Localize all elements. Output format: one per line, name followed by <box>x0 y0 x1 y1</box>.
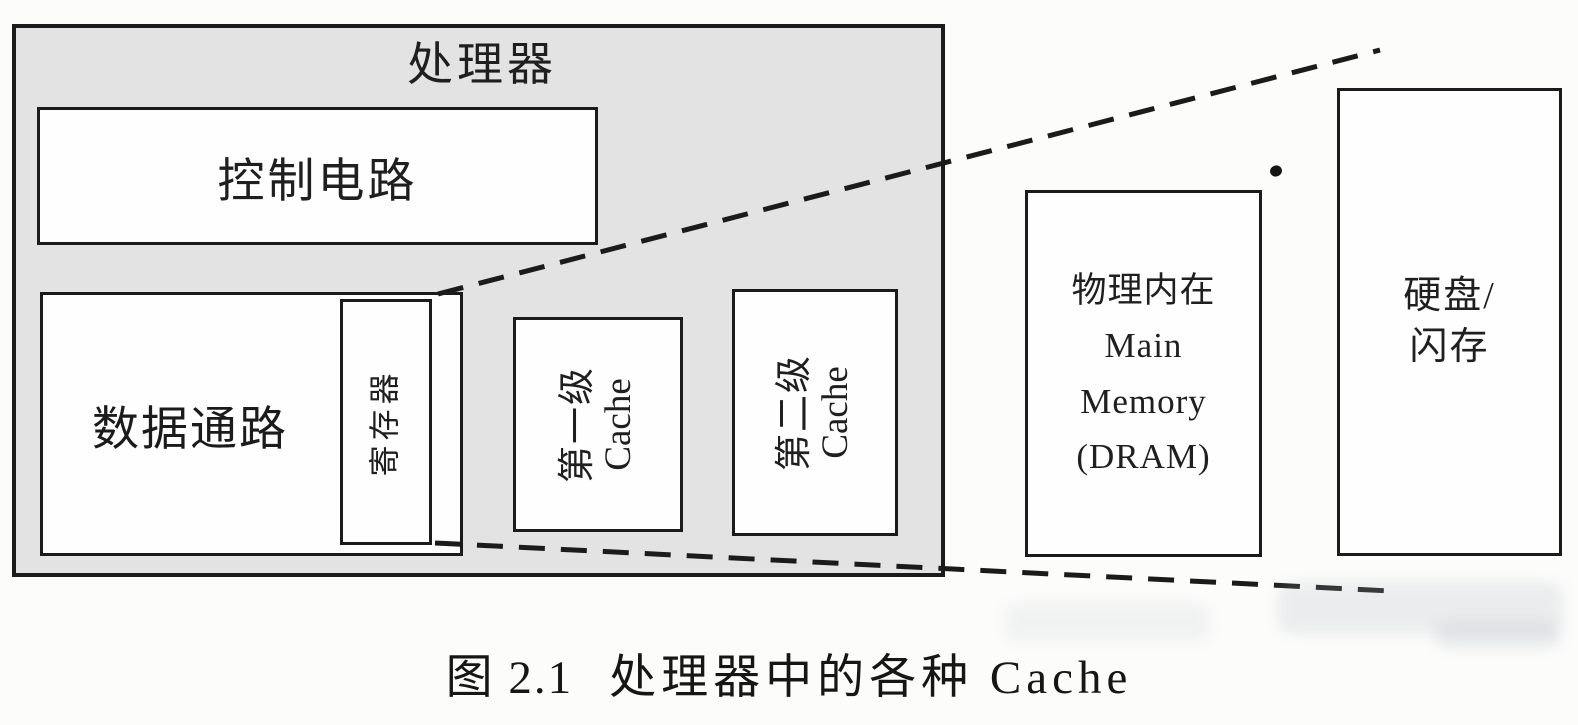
disk-flash-label: 硬盘/ 闪存 <box>1403 271 1496 374</box>
l2-cache-box: 第二级 Cache <box>732 289 898 536</box>
l1-cache-label: 第一级 Cache <box>557 366 640 483</box>
disk-flash-box: 硬盘/ 闪存 <box>1337 88 1562 556</box>
control-circuit-label: 控制电路 <box>217 155 418 208</box>
bleed-through-artifact <box>1278 582 1563 634</box>
disk-flash-label-line1: 硬盘/ <box>1403 274 1496 317</box>
control-circuit-box: 控制电路 <box>37 107 598 245</box>
main-memory-label-line4: (DRAM) <box>1076 436 1211 476</box>
main-memory-label: 物理内在 Main Memory (DRAM) <box>1071 263 1215 484</box>
datapath-label: 数据通路 <box>92 403 288 456</box>
bleed-through-artifact <box>1435 622 1560 648</box>
l2-cache-label-en: Cache <box>815 366 856 459</box>
main-memory-label-line3: Memory <box>1080 381 1207 421</box>
ink-speck <box>1270 165 1282 177</box>
main-memory-label-line1: 物理内在 <box>1071 270 1216 310</box>
register-label: 寄存器 <box>367 368 403 476</box>
processor-label: 处理器 <box>407 39 557 90</box>
register-box: 寄存器 <box>340 299 432 545</box>
disk-flash-label-line2: 闪存 <box>1409 326 1490 368</box>
figure-caption-title: 处理器中的各种 Cache <box>609 652 1133 704</box>
l2-cache-label: 第二级 Cache <box>774 354 857 471</box>
figure-caption-number: 图 2.1 <box>445 652 574 704</box>
figure-caption: 图 2.1 处理器中的各种 Cache <box>0 642 1578 714</box>
bleed-through-artifact <box>1005 602 1210 642</box>
l1-cache-label-zh: 第一级 <box>556 366 598 483</box>
l2-cache-label-zh: 第二级 <box>773 354 815 471</box>
l1-cache-box: 第一级 Cache <box>513 317 683 532</box>
main-memory-label-line2: Main <box>1104 326 1183 366</box>
main-memory-box: 物理内在 Main Memory (DRAM) <box>1025 190 1262 557</box>
l1-cache-label-en: Cache <box>598 378 639 471</box>
